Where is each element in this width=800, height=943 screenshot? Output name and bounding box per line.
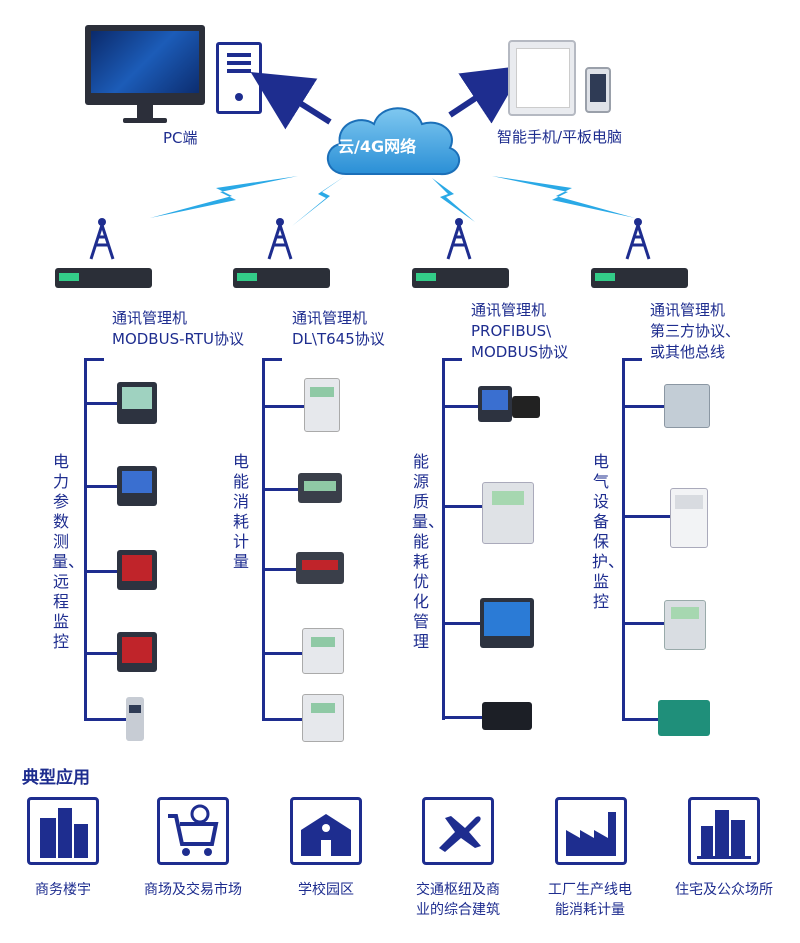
- sensor-module: [512, 396, 540, 418]
- transformer: [664, 384, 710, 428]
- energy-meter-1: [304, 378, 340, 432]
- lightning-4: [492, 176, 635, 218]
- pc-screen: [91, 31, 199, 93]
- cloud-label: 云/4G网络: [338, 137, 417, 156]
- app-box-school: [290, 797, 362, 865]
- arrow-to-mobile: [448, 65, 526, 124]
- comm-manager-1: [55, 268, 152, 288]
- antenna-icon: [444, 215, 474, 260]
- comm-manager-2: [233, 268, 330, 288]
- app-box-office: [27, 797, 99, 865]
- power-meter-2: [117, 466, 157, 506]
- protection-relay-1: [482, 482, 534, 544]
- lightning-1: [150, 176, 298, 218]
- din-meter-3: [296, 552, 344, 584]
- power-meter-4: [117, 632, 157, 672]
- cloud-icon: [326, 107, 461, 176]
- app-label-transport: 交通枢纽及商业的综合建筑: [416, 882, 500, 918]
- column-2-function: 电能消耗计量: [232, 452, 249, 571]
- column-4-function: 电气设备保护、监控: [592, 452, 625, 611]
- column-3-function: 能源质量、能耗优化管理: [412, 452, 445, 651]
- applications-heading: 典型应用: [22, 768, 90, 788]
- app-box-market: [157, 797, 229, 865]
- comm-manager-4: [591, 268, 688, 288]
- antenna-icon: [87, 215, 117, 260]
- air-conditioner: [670, 488, 708, 548]
- airplane-icon: [439, 816, 481, 852]
- antenna-icon: [623, 215, 653, 260]
- app-box-residential: [688, 797, 760, 865]
- energy-meter-2: [302, 628, 344, 674]
- app-label-factory: 工厂生产线电能消耗计量: [548, 882, 632, 918]
- residential-icon: [697, 810, 751, 859]
- power-meter-3: [117, 550, 157, 590]
- power-supply: [482, 702, 532, 730]
- arrow-to-pc: [250, 72, 332, 130]
- app-label-school: 学校园区: [298, 882, 354, 898]
- phone: [585, 67, 611, 113]
- column-4-title: 通讯管理机第三方协议、或其他总线: [650, 301, 741, 361]
- protection-relay-2: [664, 600, 706, 650]
- antenna-icon: [265, 215, 295, 260]
- app-label-market: 商场及交易市场: [144, 882, 242, 898]
- touch-display: [480, 598, 534, 648]
- pc-tower: [216, 42, 262, 114]
- network-arrows: [150, 65, 635, 226]
- app-box-factory: [555, 797, 627, 865]
- app-label-office: 商务楼宇: [35, 882, 91, 898]
- tablet: [508, 40, 576, 116]
- column-1-function: 电力参数测量、远程监控: [52, 452, 85, 651]
- school-icon: [301, 814, 351, 856]
- power-quality-meter: [478, 386, 512, 422]
- energy-meter-3: [302, 694, 344, 742]
- mobile-label: 智能手机/平板电脑: [497, 128, 623, 146]
- comm-manager-3: [412, 268, 509, 288]
- app-label-residential: 住宅及公众场所: [675, 882, 773, 898]
- shopping-cart-icon: [168, 804, 219, 856]
- generator: [658, 700, 710, 736]
- power-meter-1: [117, 382, 157, 424]
- din-meter-1: [126, 697, 144, 741]
- app-box-transport: [422, 797, 494, 865]
- office-building-icon: [40, 808, 88, 858]
- pc-label: PC端: [163, 129, 198, 147]
- din-meter-2: [298, 473, 342, 503]
- factory-icon: [566, 812, 616, 856]
- pc-monitor: [85, 25, 205, 123]
